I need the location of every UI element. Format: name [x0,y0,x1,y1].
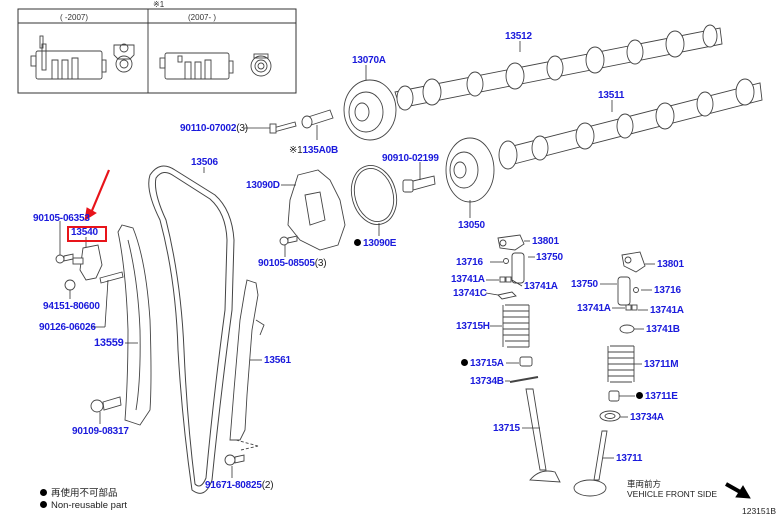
bolt-90105-08505-drawing [279,235,298,246]
callout-91671-80825[interactable]: 91671-80825(2) [205,480,274,491]
part-number: 91671-80825 [205,480,262,491]
inset-marker: ※1 [153,0,165,9]
stud-90126-drawing [99,271,124,284]
callout-13090D[interactable]: 13090D [246,180,280,191]
quantity: (3) [236,123,248,134]
callout-13070A[interactable]: 13070A [352,55,386,66]
part-number: 90110-07002 [180,123,237,134]
callout-13750-intake[interactable]: 13750 [536,252,563,263]
callout-13711M[interactable]: 13711M [644,359,679,370]
callout-13512[interactable]: 13512 [505,31,532,42]
inset-ocv-old [30,35,135,80]
chain-slipper-13559-drawing [117,224,152,426]
callout-13801-exhaust[interactable]: 13801 [657,259,684,270]
non-reusable-dot-icon [461,359,468,366]
callout-13090E[interactable]: 13090E [354,238,396,249]
callout-135A0B[interactable]: ※1135A0B [289,145,338,156]
callout-13734A[interactable]: 13734A [630,412,664,423]
callout-13540[interactable]: 13540 [71,227,98,238]
direction-en: VEHICLE FRONT SIDE [627,489,718,499]
vvt-gear-13070A-drawing [343,79,397,141]
callout-13741C[interactable]: 13741C [453,288,487,299]
ocv-135A0B-drawing [301,109,334,129]
callout-13801-intake[interactable]: 13801 [532,236,559,247]
vvt-gear-13050-drawing [445,137,495,203]
valvetrain-intake-drawing [497,234,561,483]
direction-jp: 車両前方 [627,479,662,489]
part-number: 13711E [645,391,678,402]
quantity: (2) [261,480,274,491]
callout-13711[interactable]: 13711 [616,453,643,464]
bolt-90110-drawing [269,121,297,134]
callout-90126-06026[interactable]: 90126-06026 [39,322,96,333]
red-arrow-icon [84,169,111,221]
callout-13711E[interactable]: 13711E [636,391,678,402]
cover-13090D-drawing [287,169,346,251]
callout-13741B[interactable]: 13741B [646,324,680,335]
callout-13741A-intake-2[interactable]: 13741A [524,281,558,292]
inset-col-old-label: ( -2007) [60,13,89,22]
callout-13715H[interactable]: 13715H [456,321,490,332]
callout-13561[interactable]: 13561 [264,355,291,366]
callout-90110-07002[interactable]: 90110-07002(3) [180,123,248,134]
bolt-91671-drawing [224,454,245,466]
callout-13734B[interactable]: 13734B [470,376,504,387]
legend-non-reusable-jp: 再使用不可部品 [40,488,118,499]
callout-13741A-exhaust-1[interactable]: 13741A [577,303,611,314]
callout-13559[interactable]: 13559 [94,337,124,349]
non-reusable-dot-icon [40,501,47,508]
callout-13506[interactable]: 13506 [191,157,218,168]
gasket-13090E-drawing [350,165,398,225]
callout-90109-08317[interactable]: 90109-08317 [72,426,129,437]
callout-90105-08505[interactable]: 90105-08505(3) [258,258,327,269]
callout-90105-06353[interactable]: 90105-06353 [33,213,90,224]
callout-13741A-exhaust-2[interactable]: 13741A [650,305,684,316]
part-number: 90105-08505 [258,258,315,269]
bolt-90109-drawing [90,396,122,413]
callout-94151-80600[interactable]: 94151-80600 [43,301,100,312]
callout-13050[interactable]: 13050 [458,220,485,231]
part-number: 135A0B [302,145,339,156]
highlight-box [67,226,107,242]
figure-id: 123151B [742,506,777,516]
legend-non-reusable-en: Non-reusable part [40,500,127,511]
timing-chain-13506-drawing [148,165,235,494]
non-reusable-dot-icon [636,392,643,399]
legend-text-en: Non-reusable part [51,500,128,511]
vehicle-front-arrow-icon [725,482,751,499]
callout-13715A[interactable]: 13715A [461,358,504,369]
chain-damper-13561-drawing [229,279,265,441]
camshaft-13511-drawing [498,78,763,170]
inset-col-new-label: (2007- ) [188,13,217,22]
bolt-90105-06353-drawing [55,253,74,264]
bolt-90910-drawing [402,175,436,193]
inset-ocv-new [159,52,272,80]
callout-13741A-intake-1[interactable]: 13741A [451,274,485,285]
non-reusable-dot-icon [354,239,361,246]
callout-90910-02199[interactable]: 90910-02199 [382,153,439,164]
callout-13716-intake[interactable]: 13716 [456,257,483,268]
part-number: 13715A [470,358,504,369]
non-reusable-dot-icon [40,489,47,496]
nut-94151-drawing [64,279,76,291]
legend-text-jp: 再使用不可部品 [51,488,118,499]
quantity: (3) [314,258,327,269]
inset-box [17,8,297,94]
callout-13716-exhaust[interactable]: 13716 [654,285,681,296]
part-number: 13090E [363,238,397,249]
leader-lines [59,41,655,478]
inset-ref-marker: ※1 [289,145,303,156]
camshaft-13512-drawing [394,24,723,111]
callout-13750-exhaust[interactable]: 13750 [571,279,598,290]
callout-13715[interactable]: 13715 [493,423,520,434]
callout-13511[interactable]: 13511 [598,90,625,101]
tensioner-13540-drawing [72,244,103,281]
